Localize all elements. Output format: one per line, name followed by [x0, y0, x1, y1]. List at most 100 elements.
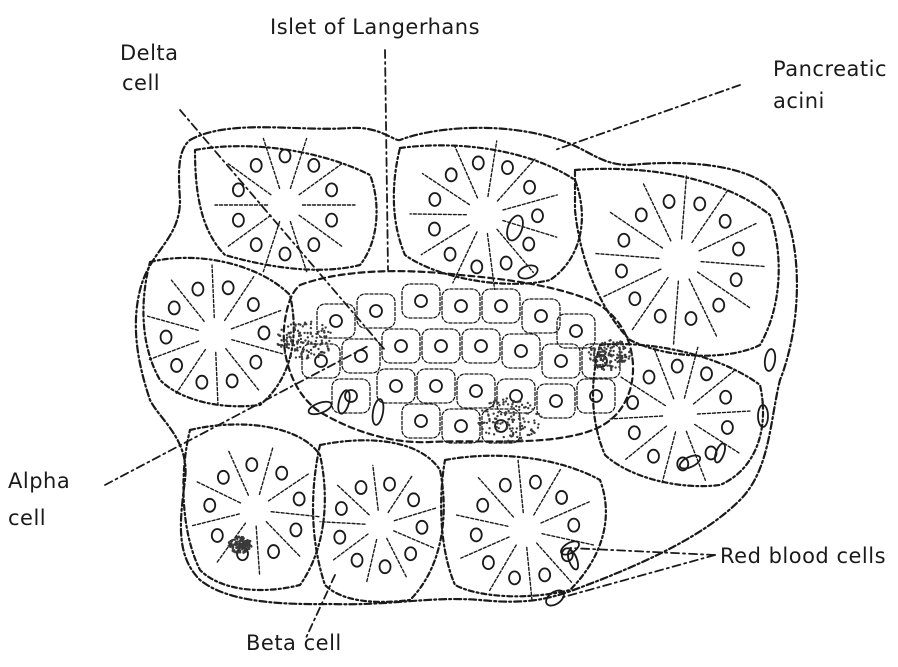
- stipple-dot: [280, 339, 282, 341]
- stipple-dot: [518, 415, 520, 417]
- cell-wall: [595, 254, 659, 259]
- cell-wall: [197, 482, 241, 503]
- nucleus: [212, 529, 223, 542]
- nucleus: [515, 345, 527, 357]
- stipple-dot: [235, 542, 237, 544]
- nucleus: [250, 356, 261, 369]
- stipple-dot: [319, 336, 321, 338]
- stipple-dot: [289, 336, 291, 338]
- stipple-dot: [301, 356, 303, 358]
- stipple-dot: [598, 351, 600, 353]
- cell-wall: [461, 537, 509, 558]
- nucleus: [570, 325, 582, 337]
- stipple-dot: [247, 543, 249, 545]
- stipple-dot: [284, 343, 286, 345]
- stipple-dot: [310, 341, 312, 343]
- nucleus: [720, 215, 731, 228]
- stipple-dot: [483, 421, 485, 423]
- stipple-dot: [618, 366, 620, 368]
- stipple-dot: [231, 539, 233, 541]
- islet-cell: [557, 314, 595, 348]
- cell-wall: [518, 460, 523, 512]
- stipple-dot: [320, 351, 322, 353]
- cell-wall: [266, 522, 300, 557]
- stipple-dot: [605, 348, 607, 350]
- stipple-dot: [515, 405, 517, 407]
- stipple-dot: [310, 323, 312, 325]
- nucleus: [246, 458, 257, 471]
- stipple-dot: [605, 358, 607, 360]
- nucleus: [315, 355, 327, 367]
- nucleus: [616, 264, 627, 277]
- cell-wall: [626, 426, 667, 459]
- stipple-dot: [481, 409, 483, 411]
- stipple-dot: [609, 360, 611, 362]
- stipple-dot: [507, 403, 509, 405]
- cell-wall: [487, 234, 494, 290]
- stipple-dot: [502, 398, 504, 400]
- label-alpha-cell-line2: cell: [8, 507, 46, 529]
- stipple-dot: [239, 540, 241, 542]
- stipple-dot: [594, 363, 596, 365]
- stipple-dot: [592, 347, 594, 349]
- stipple-dot: [505, 400, 507, 402]
- nucleus: [276, 467, 287, 480]
- leader-delta: [180, 110, 385, 350]
- stipple-dot: [520, 437, 522, 439]
- stipple-dot: [493, 433, 495, 435]
- nucleus: [380, 560, 391, 573]
- nucleus: [196, 376, 207, 389]
- stipple-dot: [307, 336, 309, 338]
- stipple-dot: [512, 401, 514, 403]
- stipple-dot: [498, 404, 500, 406]
- stipple-dot: [511, 435, 513, 437]
- stipple-dot: [624, 359, 626, 361]
- stipple-dot: [519, 400, 521, 402]
- stipple-dot: [297, 341, 299, 343]
- cell-wall: [527, 547, 532, 599]
- nucleus: [223, 281, 234, 294]
- stipple-dot: [518, 418, 520, 420]
- stipple-dot: [325, 342, 327, 344]
- stipple-dot: [497, 411, 499, 413]
- stipple-dot: [492, 401, 494, 403]
- cell-wall: [290, 222, 306, 272]
- islet-cell: [442, 289, 480, 323]
- nucleus: [405, 547, 416, 560]
- nucleus: [169, 301, 180, 314]
- stipple-dot: [593, 352, 595, 354]
- stipple-dot: [519, 425, 521, 427]
- stipple-dot: [299, 332, 301, 334]
- nucleus: [648, 450, 659, 463]
- stipple-dot: [285, 339, 287, 341]
- stipple-dot: [508, 424, 510, 426]
- stipple-dot: [284, 352, 286, 354]
- stipple-dot: [321, 328, 323, 330]
- stipple-dot: [290, 332, 292, 334]
- leader-islet: [385, 50, 388, 270]
- nucleus: [280, 248, 291, 261]
- stipple-dot: [525, 412, 527, 414]
- cell-wall: [229, 451, 249, 496]
- cell-wall: [394, 531, 435, 549]
- nucleus: [500, 479, 511, 492]
- stipple-dot: [244, 544, 246, 546]
- stipple-dot: [620, 341, 622, 343]
- stipple-dot: [513, 414, 515, 416]
- islet-cell: [577, 379, 615, 413]
- stipple-dot: [294, 323, 296, 325]
- nucleus: [334, 531, 345, 544]
- nucleus: [233, 183, 244, 196]
- stipple-dot: [540, 416, 542, 418]
- stipple-dot: [515, 431, 517, 433]
- nucleus: [644, 371, 655, 384]
- nucleus: [395, 340, 407, 352]
- stipple-dot: [533, 419, 535, 421]
- stipple-dot: [495, 418, 497, 420]
- cell-wall: [410, 214, 466, 215]
- stipple-dot: [609, 349, 611, 351]
- stipple-dot: [602, 360, 604, 362]
- stipple-dot: [533, 432, 535, 434]
- stipple-dot: [294, 329, 296, 331]
- stipple-dot: [277, 333, 279, 335]
